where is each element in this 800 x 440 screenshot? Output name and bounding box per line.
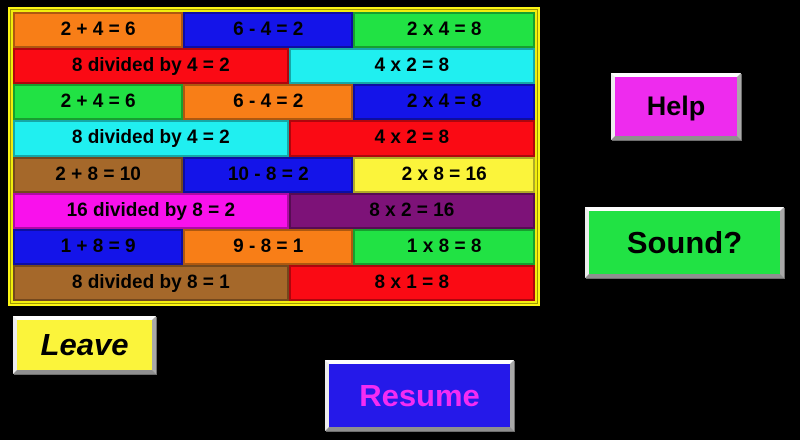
equation-cell: 2 + 4 = 6	[13, 84, 184, 121]
equation-cell: 8 divided by 4 = 2	[13, 120, 289, 157]
equation-cell: 2 x 8 = 16	[353, 156, 535, 193]
equation-cell: 8 divided by 4 = 2	[13, 48, 289, 85]
equation-cell: 9 - 8 = 1	[183, 228, 354, 265]
sound-button[interactable]: Sound?	[585, 207, 784, 278]
leave-button[interactable]: Leave	[13, 316, 156, 374]
equation-cell: 1 x 8 = 8	[353, 228, 535, 265]
equation-cell: 6 - 4 = 2	[183, 12, 354, 49]
equation-cell: 10 - 8 = 2	[183, 156, 354, 193]
equation-cell: 1 + 8 = 9	[13, 228, 184, 265]
equation-cell: 16 divided by 8 = 2	[13, 192, 289, 229]
equation-cell: 2 x 4 = 8	[353, 12, 535, 49]
help-button[interactable]: Help	[611, 73, 741, 140]
resume-button[interactable]: Resume	[325, 360, 514, 431]
equation-cell: 4 x 2 = 8	[288, 120, 535, 157]
equation-cell: 2 + 8 = 10	[13, 156, 184, 193]
equation-cell: 2 x 4 = 8	[353, 84, 535, 121]
equation-cell: 8 x 2 = 16	[288, 192, 535, 229]
equation-cell: 4 x 2 = 8	[288, 48, 535, 85]
equation-cell: 8 x 1 = 8	[288, 264, 535, 301]
equation-cell: 8 divided by 8 = 1	[13, 264, 289, 301]
equation-cell: 2 + 4 = 6	[13, 12, 184, 49]
equation-cell: 6 - 4 = 2	[183, 84, 354, 121]
